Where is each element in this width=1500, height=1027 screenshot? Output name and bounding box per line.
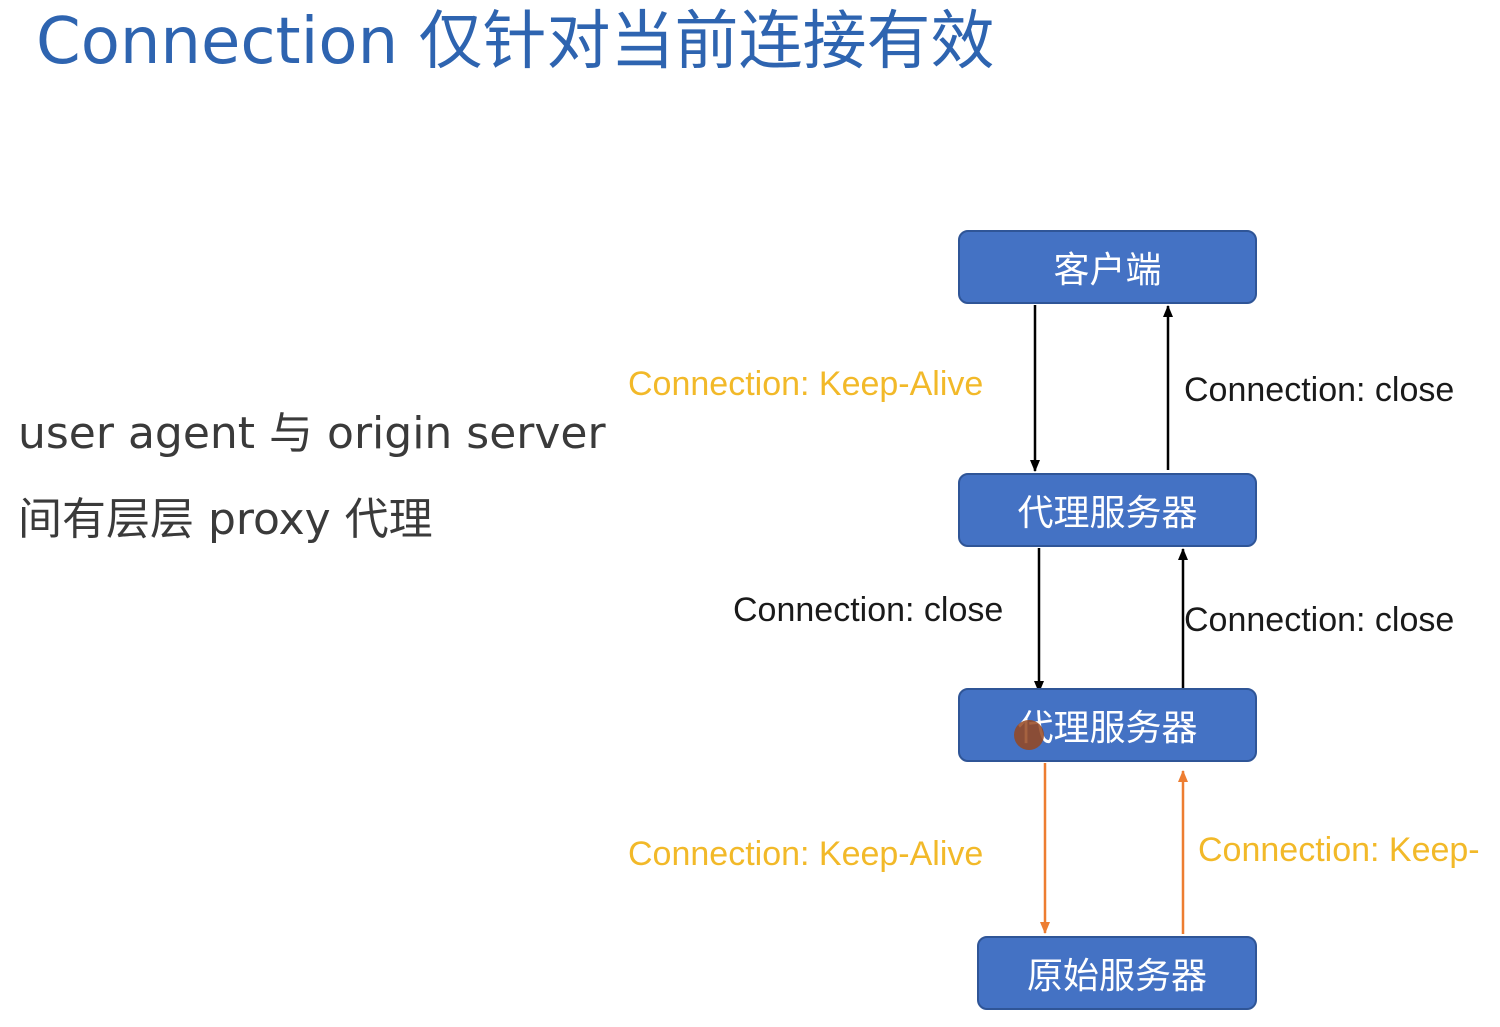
label-client-to-proxy1: Connection: Keep-Alive — [628, 365, 984, 403]
mouse-cursor-icon — [1014, 720, 1044, 750]
label-proxy2-to-origin: Connection: Keep-Alive — [628, 835, 984, 873]
body-text-line-2: 间有层层 proxy 代理 — [18, 494, 433, 545]
proxy-server-node-1: 代理服务器 — [958, 473, 1257, 547]
label-proxy1-to-client: Connection: close — [1184, 371, 1455, 409]
proxy-server-node-2: 代理服务器 — [958, 688, 1257, 762]
body-text-line-1: user agent 与 origin server — [18, 408, 606, 459]
arrowhead-proxy1-to-proxy2 — [1034, 681, 1044, 693]
label-proxy1-to-proxy2: Connection: close — [733, 591, 1004, 629]
label-origin-to-proxy2: Connection: Keep- — [1198, 831, 1480, 869]
client-node: 客户端 — [958, 230, 1257, 304]
arrowhead-origin-to-proxy2 — [1178, 770, 1188, 782]
origin-server-node: 原始服务器 — [977, 936, 1257, 1010]
arrowhead-proxy2-to-origin — [1040, 922, 1050, 934]
arrowhead-proxy1-to-client — [1163, 305, 1173, 317]
arrowhead-client-to-proxy1 — [1030, 460, 1040, 472]
slide-title: Connection 仅针对当前连接有效 — [36, 5, 995, 79]
label-proxy2-to-proxy1: Connection: close — [1184, 601, 1455, 639]
arrowhead-proxy2-to-proxy1 — [1178, 548, 1188, 560]
